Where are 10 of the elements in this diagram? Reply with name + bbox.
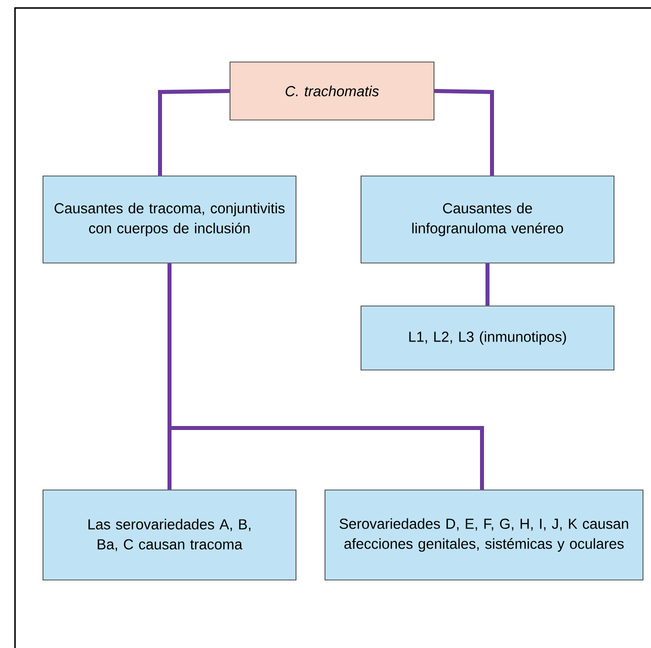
title-box: C. trachomatis — [230, 62, 434, 120]
connector-line — [434, 89, 494, 176]
category-box: Serovariedades D, E, F, G, H, I, J, K causan afecciones genitales, sistémicas y oculares — [324, 490, 644, 580]
category-box: Causantes de linfogranuloma venéreo — [360, 176, 614, 264]
category-box: Causantes de tracoma, conjuntivitis con cuerpos de inclusión — [42, 176, 296, 264]
category-box: Las serovariedades A, B, Ba, C causan tracoma — [42, 490, 296, 580]
connector-line — [486, 263, 490, 306]
category-box: L1, L2, L3 (inmunotipos) — [360, 306, 614, 370]
connector-line — [168, 263, 484, 490]
connector-line — [158, 89, 230, 176]
